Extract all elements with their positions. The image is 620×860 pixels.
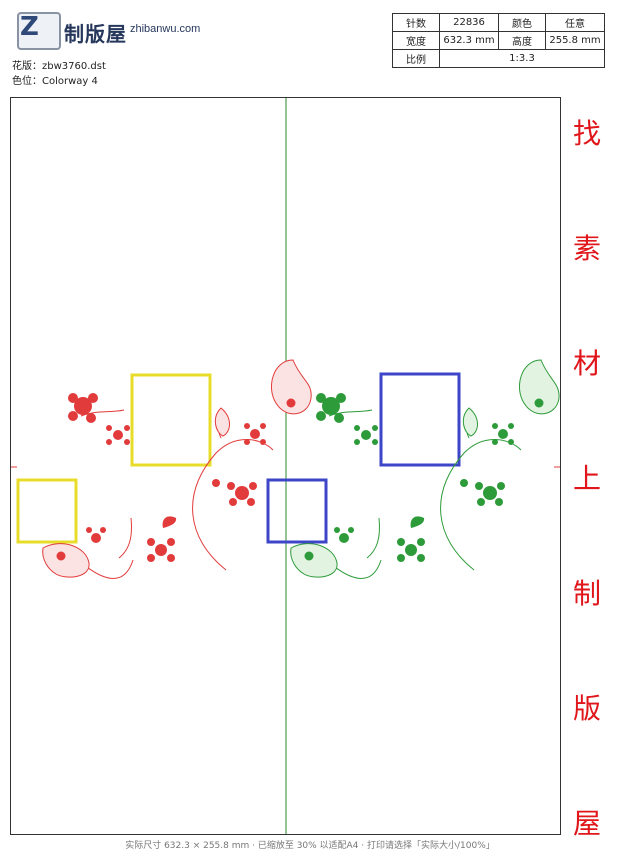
logo — [17, 12, 61, 50]
color-value: 任意 — [545, 13, 605, 32]
side-char-7: 屋 — [572, 807, 601, 840]
color-label: 颜色 — [498, 13, 546, 32]
scale-value: 1:3.3 — [439, 49, 605, 68]
info-table: 针数 22836 颜色 任意 宽度 632.3 mm 高度 255.8 mm 比… — [392, 13, 605, 68]
design-canvas — [10, 97, 561, 835]
colorway-label: 色位： — [12, 76, 42, 87]
side-char-1: 找 — [572, 117, 601, 150]
width-label: 宽度 — [392, 31, 440, 50]
side-char-2: 素 — [572, 232, 601, 265]
scale-label: 比例 — [392, 49, 440, 68]
side-char-6: 版 — [572, 692, 601, 725]
stitches-value: 22836 — [439, 13, 499, 32]
side-char-4: 上 — [572, 462, 601, 495]
side-char-5: 制 — [572, 577, 601, 610]
side-char-3: 材 — [572, 347, 601, 380]
stitches-label: 针数 — [392, 13, 440, 32]
blue-frame-large — [379, 372, 461, 467]
red-floral-motif — [42, 359, 312, 579]
green-flowers — [316, 393, 514, 562]
logo-letter: Z — [20, 12, 39, 42]
green-floral-motif — [290, 359, 560, 579]
embroidery-design — [11, 98, 560, 834]
colorway-line: 色位：Colorway 4 — [12, 72, 98, 87]
blue-frame-small — [266, 478, 328, 544]
width-value: 632.3 mm — [439, 31, 499, 50]
yellow-frame-large — [130, 373, 212, 467]
brand-url: zhibanwu.com — [130, 23, 201, 35]
yellow-frame-small — [16, 478, 78, 544]
red-flowers — [68, 393, 266, 562]
pattern-line: 花版：zbw3760.dst — [12, 57, 106, 72]
height-label: 高度 — [498, 31, 546, 50]
brand-name: 制版屋 — [64, 22, 127, 46]
pattern-label: 花版： — [12, 61, 42, 72]
colorway-value: Colorway 4 — [42, 76, 98, 87]
footer-note: 实际尺寸 632.3 × 255.8 mm · 已缩放至 30% 以适配A4 ·… — [125, 841, 495, 851]
height-value: 255.8 mm — [545, 31, 605, 50]
pattern-value: zbw3760.dst — [42, 61, 106, 72]
